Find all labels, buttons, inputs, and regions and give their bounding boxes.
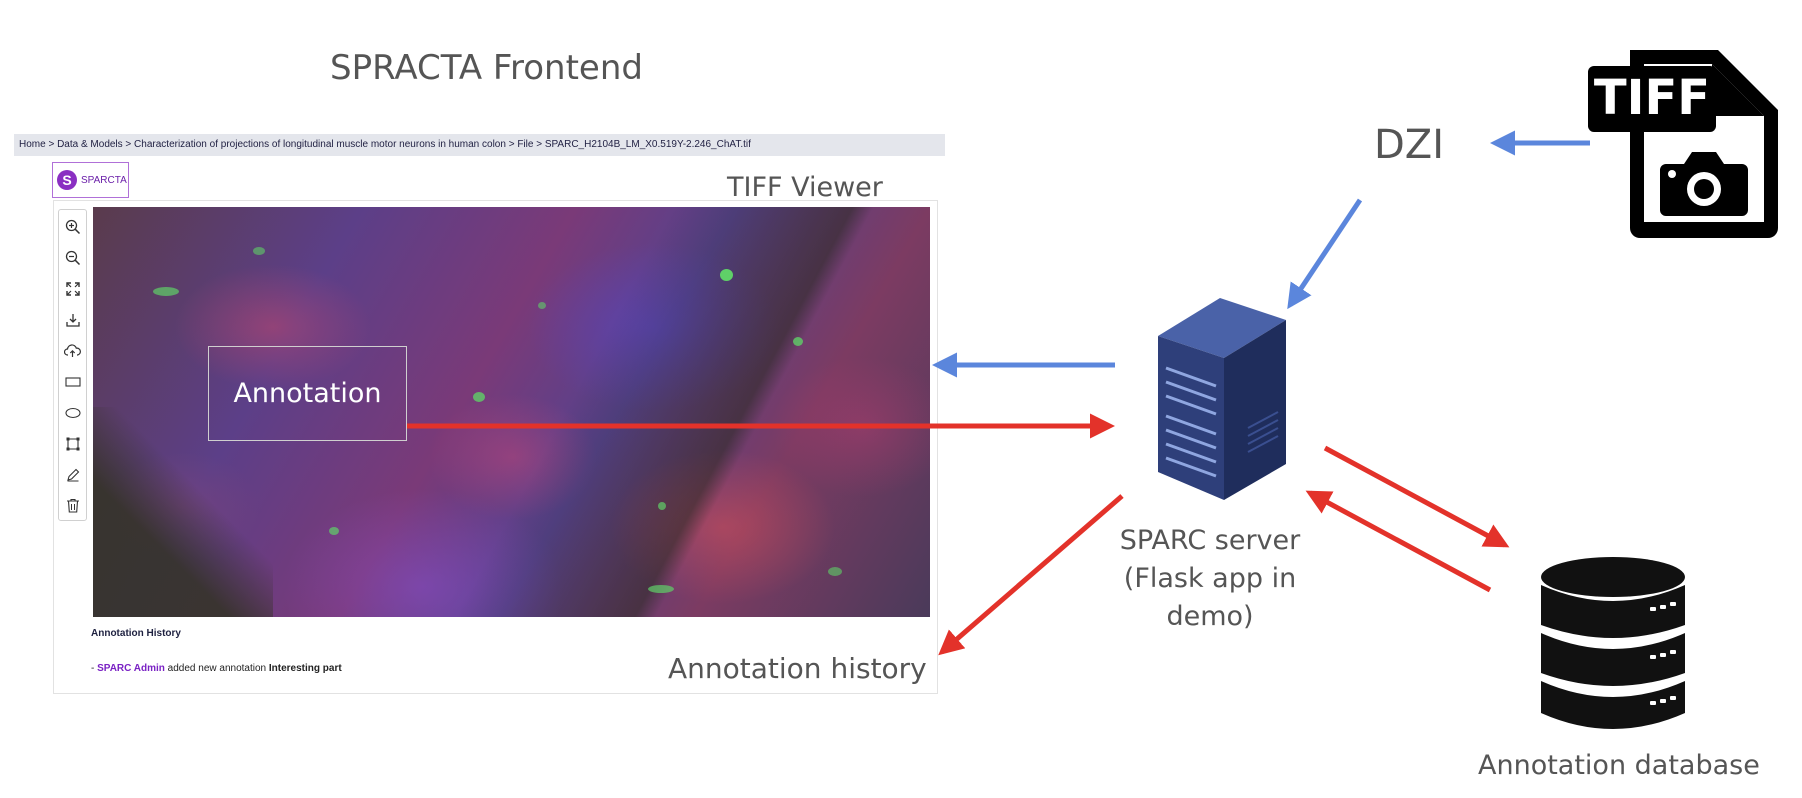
pencil-icon[interactable] xyxy=(62,464,83,485)
server-label-line2: (Flask app in demo) xyxy=(1123,563,1297,632)
tiff-image[interactable] xyxy=(93,207,930,617)
history-annotation-name: Interesting part xyxy=(268,663,342,674)
annotation-history-title: Annotation History xyxy=(91,628,181,639)
annotation-history-entry: - SPARC Admin added new annotation Inter… xyxy=(91,663,342,674)
database-label: Annotation database xyxy=(1478,750,1760,781)
zoom-out-icon[interactable] xyxy=(62,247,83,268)
annotation-region[interactable]: Annotation xyxy=(208,346,407,441)
polygon-icon[interactable] xyxy=(62,433,83,454)
history-user[interactable]: SPARC Admin xyxy=(97,663,165,674)
arrow-server-to-history xyxy=(938,494,1124,656)
fluorescent-speck xyxy=(648,585,674,593)
fluorescent-speck xyxy=(720,269,733,281)
breadcrumb[interactable]: Home > Data & Models > Characterization … xyxy=(14,134,945,156)
trash-icon[interactable] xyxy=(62,495,83,516)
server-icon xyxy=(1158,298,1286,500)
image-corner-dark xyxy=(93,407,273,617)
ellipse-icon[interactable] xyxy=(62,402,83,423)
sparcta-logo[interactable]: S SPARCTA xyxy=(52,162,129,198)
cloud-upload-icon[interactable] xyxy=(62,340,83,361)
fluorescent-speck xyxy=(253,247,265,255)
fullscreen-icon[interactable] xyxy=(62,278,83,299)
database-icon xyxy=(1541,557,1685,729)
arrow-server-to-database xyxy=(1323,445,1510,548)
arrow-dzi-to-server xyxy=(1287,198,1363,310)
fluorescent-speck xyxy=(153,287,179,296)
tiff-file-icon: TIFF xyxy=(1588,50,1778,238)
annotation-history-label: Annotation history xyxy=(668,652,927,685)
tiff-icon-text: TIFF xyxy=(1594,70,1710,126)
server-label-line1: SPARC server xyxy=(1119,525,1301,556)
logo-icon: S xyxy=(57,170,77,190)
history-action: added new annotation xyxy=(164,663,269,674)
logo-text: SPARCTA xyxy=(81,174,127,186)
dzi-label: DZI xyxy=(1374,122,1444,168)
fluorescent-speck xyxy=(658,502,666,510)
tiff-viewer-label: TIFF Viewer xyxy=(727,172,883,203)
viewer-panel xyxy=(53,200,938,694)
rectangle-icon[interactable] xyxy=(62,371,83,392)
fluorescent-speck xyxy=(329,527,339,535)
viewer-toolbar xyxy=(58,209,87,521)
fluorescent-speck xyxy=(538,302,546,309)
zoom-in-icon[interactable] xyxy=(62,216,83,237)
history-entry-prefix: - xyxy=(91,663,98,674)
fluorescent-speck xyxy=(473,392,485,402)
download-icon[interactable] xyxy=(62,309,83,330)
server-label: SPARC server (Flask app in demo) xyxy=(1080,522,1340,636)
frontend-title: SPRACTA Frontend xyxy=(330,48,643,88)
fluorescent-speck xyxy=(793,337,803,346)
arrow-database-to-server xyxy=(1305,490,1492,593)
fluorescent-speck xyxy=(828,567,842,576)
